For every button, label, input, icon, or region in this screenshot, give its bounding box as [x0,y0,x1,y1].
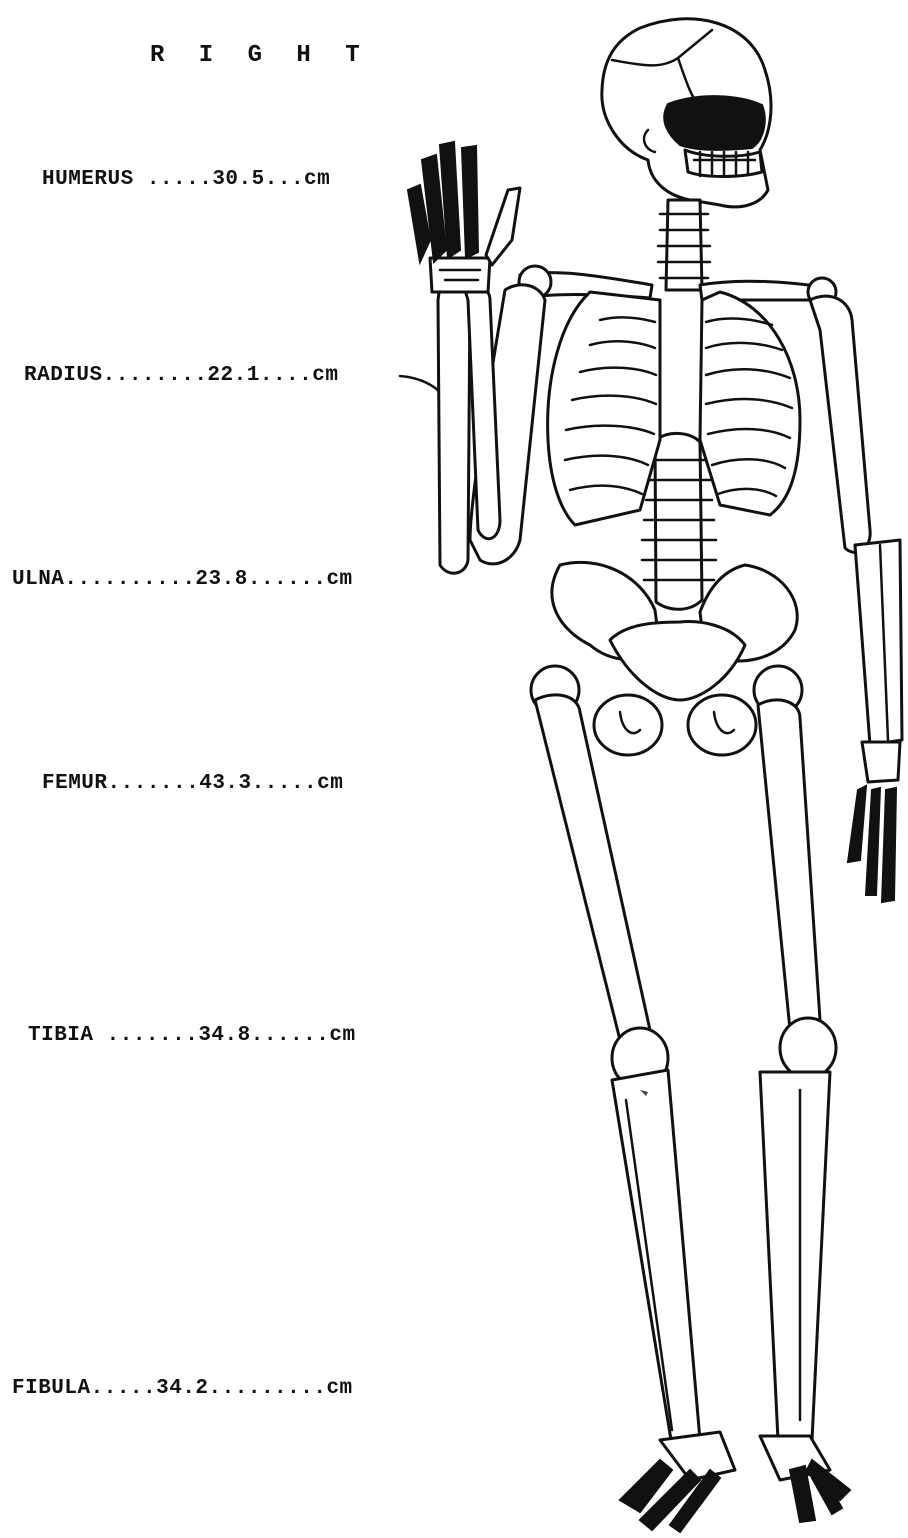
skull [602,19,771,207]
hanging-arm [810,296,902,902]
raised-arm [408,142,545,573]
radius-pointer-line [400,376,440,392]
legs [531,666,836,1446]
feet [620,1432,850,1532]
